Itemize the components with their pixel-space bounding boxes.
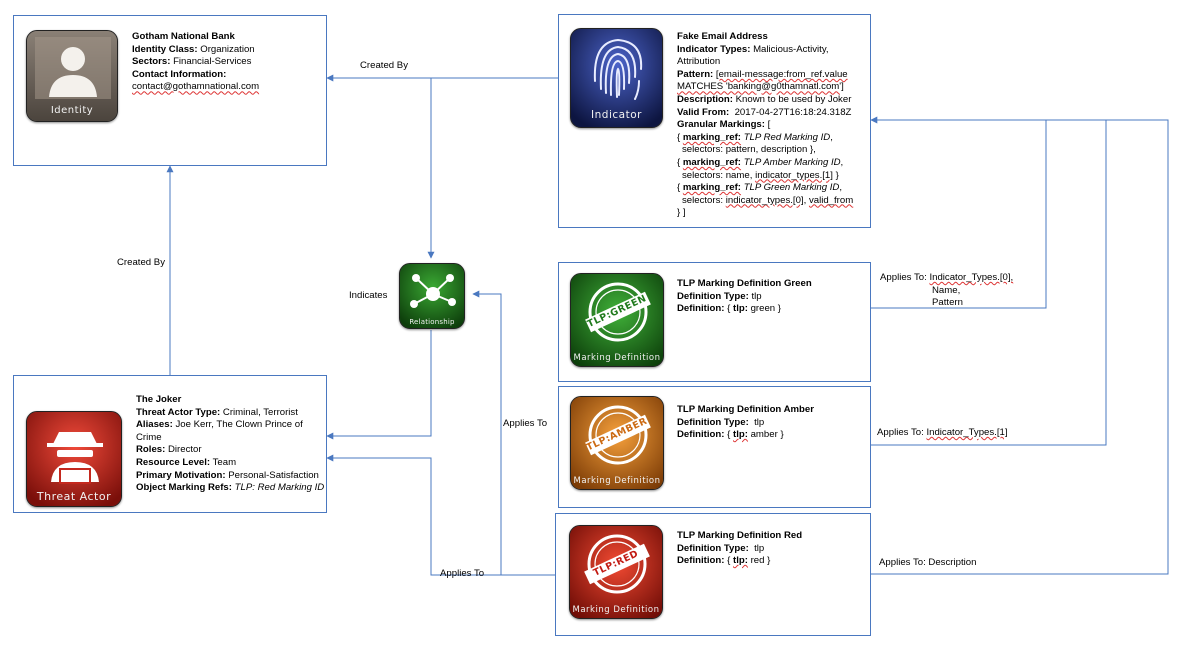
edge-label-red-applies: Applies To: Description: [879, 557, 977, 568]
identity-node[interactable]: Identity Gotham National Bank Identity C…: [13, 15, 327, 166]
identity-contact-email: contact@gothamnational.com: [132, 81, 260, 93]
marking-red-name: TLP Marking Definition Red: [677, 530, 803, 541]
edge-label-green-applies: Applies To: Indicator_Types.[0], Name, P…: [880, 272, 1014, 308]
hacker-icon: [27, 412, 121, 506]
stamp-icon: [571, 274, 663, 366]
marking-amber-node[interactable]: TLP:AMBER Marking Definition TLP Marking…: [558, 386, 871, 508]
stamp-icon: [571, 397, 663, 489]
edge-label-amber-applies: Applies To: Indicator_Types.[1]: [877, 427, 1008, 438]
marking-green-node[interactable]: TLP:GREEN Marking Definition TLP Marking…: [558, 262, 871, 382]
marking-green-details: TLP Marking Definition Green Definition …: [677, 278, 812, 315]
indicator-details: Fake Email Address Indicator Types: Mali…: [677, 31, 854, 219]
fingerprint-icon: [571, 29, 662, 127]
person-icon: [27, 31, 117, 121]
edge-label-applies-to-bottom: Applies To: [440, 568, 485, 579]
marking-green-tile: TLP:GREEN Marking Definition: [570, 273, 664, 367]
edge-label-created-by-left: Created By: [117, 257, 165, 268]
marking-amber-name: TLP Marking Definition Amber: [677, 404, 814, 415]
identity-name: Gotham National Bank: [132, 31, 235, 42]
edge-red-applies-indicator: [871, 119, 1169, 575]
indicator-name: Fake Email Address: [677, 31, 768, 42]
network-icon: [400, 264, 464, 328]
edge-red-applies-threat-actor: [326, 454, 555, 576]
threat-actor-tile: Threat Actor: [26, 411, 122, 507]
marking-red-details: TLP Marking Definition Red Definition Ty…: [677, 530, 803, 567]
edge-label-applies-to-mid: Applies To: [503, 418, 548, 429]
indicator-node[interactable]: Indicator Fake Email Address Indicator T…: [558, 14, 871, 228]
identity-details: Gotham National Bank Identity Class: Org…: [132, 31, 260, 93]
threat-actor-name: The Joker: [136, 394, 182, 405]
identity-tile: Identity: [26, 30, 118, 122]
stamp-icon: [570, 526, 662, 618]
marking-amber-tile: TLP:AMBER Marking Definition: [570, 396, 664, 490]
threat-actor-details: The Joker Threat Actor Type: Criminal, T…: [136, 394, 325, 494]
relationship-node[interactable]: Relationship: [399, 263, 465, 329]
edge-red-applies-relationship: [472, 290, 555, 576]
marking-red-node[interactable]: TLP:RED Marking Definition TLP Marking D…: [555, 513, 871, 636]
edge-relationship-indicates: [326, 330, 432, 440]
indicator-tile: Indicator: [570, 28, 663, 128]
marking-green-name: TLP Marking Definition Green: [677, 278, 812, 289]
marking-red-tile: TLP:RED Marking Definition: [569, 525, 663, 619]
edge-label-indicates: Indicates: [349, 290, 388, 301]
edge-label-created-by-top: Created By: [360, 60, 408, 71]
edge-amber-applies-indicator: [871, 120, 1107, 446]
marking-amber-details: TLP Marking Definition Amber Definition …: [677, 404, 814, 441]
threat-actor-node[interactable]: Threat Actor The Joker Threat Actor Type…: [13, 375, 327, 513]
